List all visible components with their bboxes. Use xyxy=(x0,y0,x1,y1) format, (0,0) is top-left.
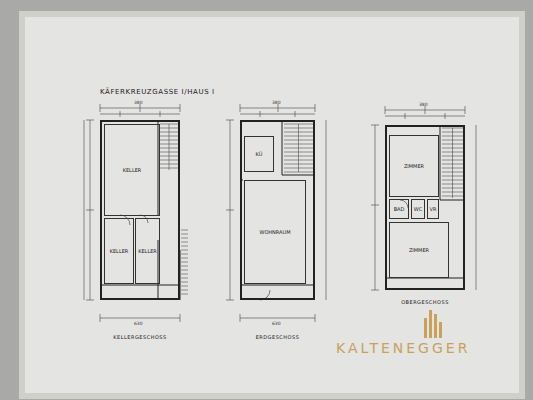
room-name: BAD xyxy=(394,206,405,212)
room-name: KELLER xyxy=(138,248,157,254)
room-name: ZIMMER xyxy=(409,247,429,253)
dimension-label: 380 xyxy=(134,100,143,105)
floor-plan: OBERGESCHOSSZIMMERBADWCVRZIMMER xyxy=(385,125,465,290)
room-box: KELLER xyxy=(104,218,134,284)
door-swings xyxy=(120,200,408,300)
walls xyxy=(100,120,465,300)
dimension-label: 380 xyxy=(419,102,428,107)
room-box: WC xyxy=(411,199,425,219)
dimension-label: 630 xyxy=(272,321,281,326)
floor-name: ERDGESCHOSS xyxy=(256,334,300,340)
room-box: WOHNRAUM xyxy=(244,180,306,284)
room-name: VR xyxy=(430,206,437,212)
dimension-label: 380 xyxy=(272,100,281,105)
dimension-lines xyxy=(84,104,476,322)
room-name: WC xyxy=(414,206,422,212)
room-box: ZIMMER xyxy=(389,222,449,278)
floor-plan: KELLERGESCHOSSKELLERKELLERKELLER xyxy=(100,120,180,300)
room-box: KELLER xyxy=(135,218,160,284)
paper-sheet xyxy=(22,14,522,396)
room-name: KÜ xyxy=(256,151,263,157)
stair-treads xyxy=(160,124,463,294)
room-name: WOHNRAUM xyxy=(259,229,290,235)
room-box: KÜ xyxy=(244,136,274,172)
paper-shadow xyxy=(22,14,522,396)
room-box: KELLER xyxy=(104,124,160,216)
watermark-label: KALTENEGGER xyxy=(336,340,470,356)
room-box: BAD xyxy=(389,199,409,219)
plan-title: KÄFERKREUZGASSE I/HAUS I xyxy=(100,88,215,96)
floor-name: OBERGESCHOSS xyxy=(401,299,449,305)
floor-plan: ERDGESCHOSSKÜWOHNRAUM xyxy=(240,120,315,300)
watermark-logo xyxy=(424,310,442,338)
room-name: ZIMMER xyxy=(404,163,424,169)
room-box: ZIMMER xyxy=(389,135,439,197)
dimension-label: 630 xyxy=(134,321,143,326)
room-box: VR xyxy=(427,199,439,219)
room-name: KELLER xyxy=(123,167,142,173)
floor-name: KELLERGESCHOSS xyxy=(113,334,166,340)
room-name: KELLER xyxy=(110,248,129,254)
